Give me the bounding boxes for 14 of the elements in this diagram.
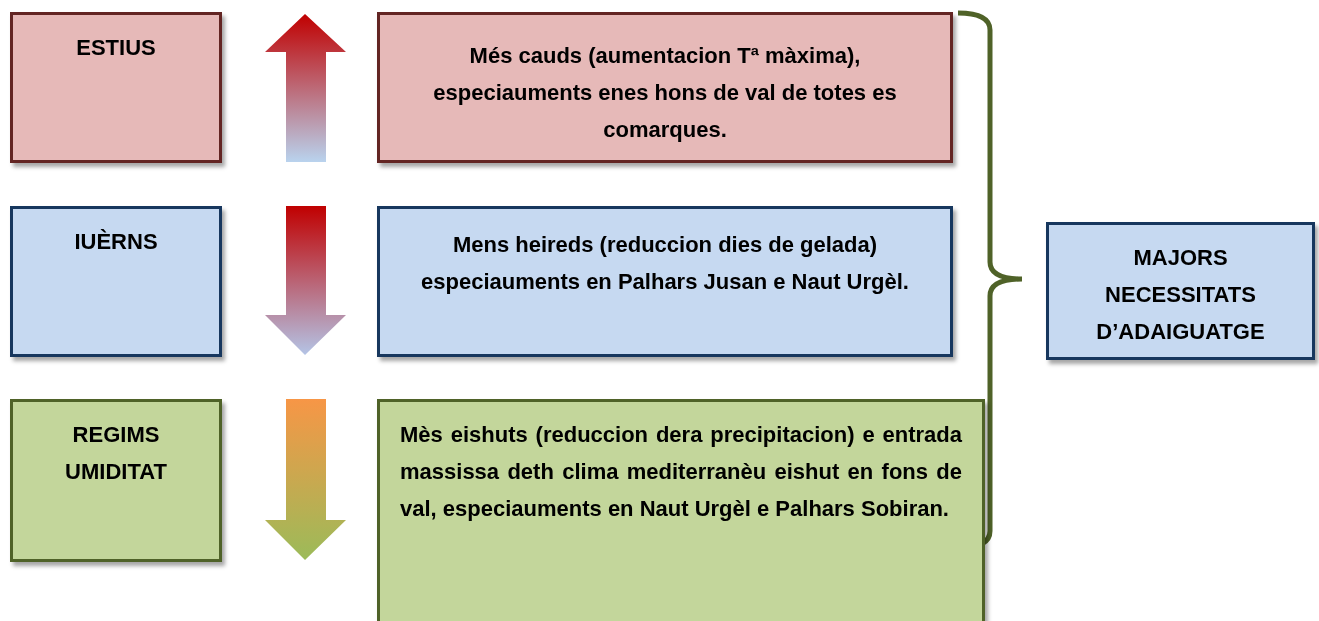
text-box: [377, 206, 953, 357]
box-text: Mès eishuts (reduccion dera precipitacion) e entrada massissa deth clima mediterranèu eishut en fons de val, especiauments en Naut Urgèl e Palhars Sobiran.: [400, 421, 962, 523]
text-box: [10, 399, 222, 562]
text-box: [377, 12, 953, 163]
box-text: ESTIUS: [75, 34, 157, 62]
text-box: [377, 399, 985, 621]
box-text: IUÈRNS: [73, 228, 159, 256]
text-box: [10, 12, 222, 163]
box-text: REGIMS UMIDITAT: [64, 421, 168, 486]
box-text: Més cauds (aumentacion Tª màxima), especiauments enes hons de val de totes es comarques.: [432, 42, 898, 144]
box-text: MAJORS NECESSITATS D’ADAIGUATGE: [1095, 244, 1266, 346]
text-box: [10, 206, 222, 357]
text-box: [1046, 222, 1315, 360]
box-text: Mens heireds (reduccion dies de gelada) especiauments en Palhars Jusan e Naut Urgèl.: [420, 231, 910, 296]
